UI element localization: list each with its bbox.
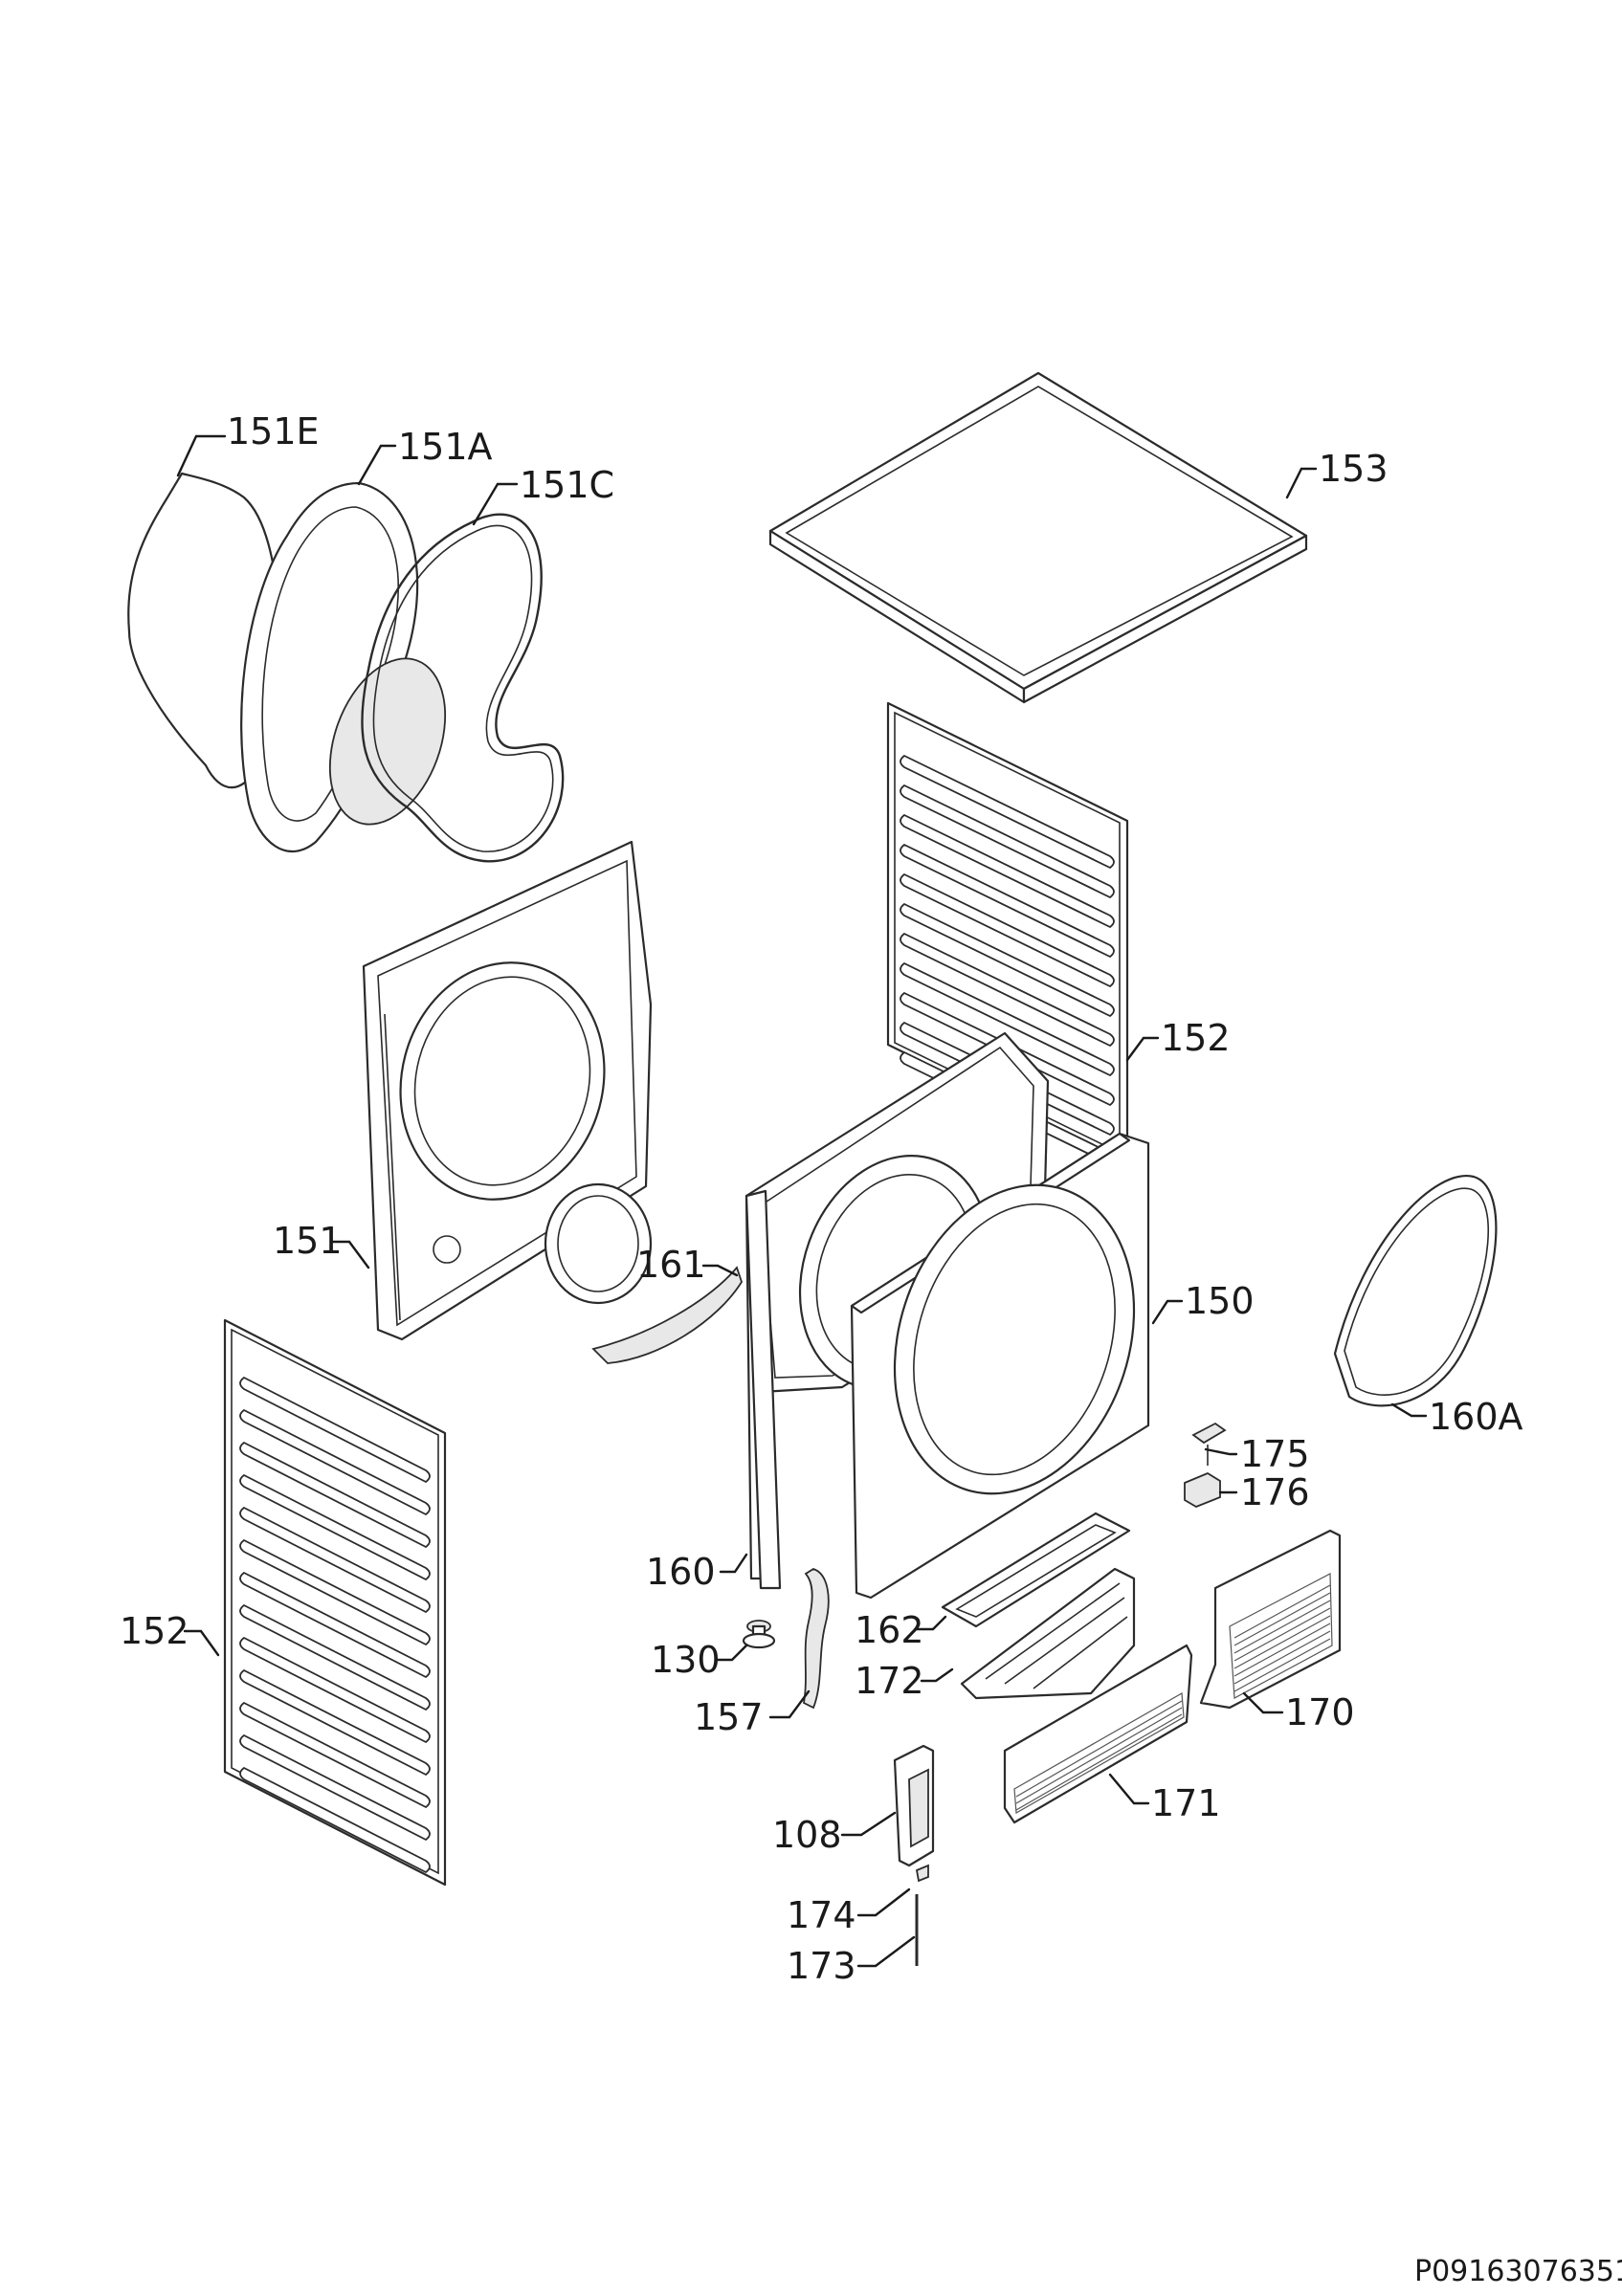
part-170-kick-plate [1199, 1529, 1342, 1710]
panel-rib [239, 1441, 431, 1549]
label-151e: 151E [227, 410, 320, 453]
panel-rib [900, 932, 1115, 1048]
panel-rib [900, 754, 1115, 870]
panel-rib [239, 1603, 431, 1711]
panel-rib [239, 1701, 431, 1809]
panel-rib [239, 1376, 431, 1484]
grille-line [1015, 1713, 1183, 1811]
panel-rib [900, 902, 1115, 1018]
label-152-right: 152 [1161, 1017, 1231, 1059]
panel-rib [900, 961, 1115, 1077]
label-174: 174 [787, 1894, 856, 1936]
label-176: 176 [1240, 1471, 1310, 1513]
grille-line [1233, 1592, 1331, 1646]
panel-rib [239, 1668, 431, 1777]
leader-lines [176, 434, 1428, 1968]
part-175-clip [1191, 1422, 1227, 1466]
label-170: 170 [1285, 1691, 1355, 1733]
part-176-switch [1184, 1471, 1221, 1508]
panel-rib [239, 1571, 431, 1679]
label-157: 157 [694, 1696, 764, 1738]
grille-line [1233, 1615, 1331, 1669]
panel-rib [900, 872, 1115, 988]
grille-line [1233, 1607, 1331, 1662]
part-150-front-panel [850, 1132, 1150, 1600]
part-160a-door-seal [1333, 1175, 1498, 1407]
part-130-foot [742, 1620, 776, 1649]
label-171: 171 [1151, 1782, 1221, 1824]
part-151-rear-frame [362, 840, 653, 1341]
panel-rib [239, 1766, 431, 1874]
panel-rib [900, 784, 1115, 899]
panel-rib [239, 1733, 431, 1842]
label-173: 173 [787, 1945, 856, 1987]
grille-line [1015, 1707, 1183, 1804]
panel-rib [239, 1473, 431, 1581]
grille-line [1233, 1584, 1331, 1639]
part-152-left-side-panel [223, 1318, 447, 1887]
label-162: 162 [855, 1609, 924, 1651]
document-id: P09163076351 [1414, 2255, 1622, 2288]
part-108-bracket [893, 1744, 935, 1867]
grille-line [1233, 1623, 1331, 1677]
part-161-trim [591, 1266, 743, 1364]
grille-line [1233, 1638, 1331, 1692]
label-161: 161 [636, 1244, 706, 1286]
label-151a: 151A [398, 426, 493, 468]
panel-rib [239, 1408, 431, 1516]
label-172: 172 [855, 1660, 924, 1702]
part-171-plinth [1003, 1644, 1193, 1824]
part-151c-gasket-seal [361, 513, 565, 863]
part-labels: 151E 151A 151C 153 152 151 161 150 160A … [120, 410, 1523, 1987]
label-108: 108 [772, 1814, 842, 1856]
label-151: 151 [273, 1220, 343, 1262]
grille-line [1233, 1630, 1331, 1685]
grille-line [1015, 1700, 1183, 1798]
label-150: 150 [1185, 1280, 1255, 1322]
part-162-filter-frame [941, 1512, 1131, 1628]
label-160a: 160A [1429, 1396, 1523, 1438]
grille-line [1233, 1600, 1331, 1654]
panel-rib [239, 1538, 431, 1646]
part-151a-rear-bearing-ring [240, 481, 447, 853]
label-130: 130 [651, 1639, 721, 1681]
panel-rib [239, 1506, 431, 1614]
part-174-clip [915, 1864, 929, 1883]
part-157-hose [803, 1568, 830, 1710]
part-153-top-lid [768, 371, 1308, 704]
panel-rib [239, 1636, 431, 1744]
label-151c: 151C [520, 464, 614, 506]
part-172-duct [960, 1567, 1136, 1700]
label-160: 160 [646, 1551, 716, 1593]
panel-rib [900, 843, 1115, 959]
panel-rib [900, 813, 1115, 929]
label-175: 175 [1240, 1433, 1310, 1475]
label-153: 153 [1319, 448, 1389, 490]
label-152-left: 152 [120, 1610, 189, 1652]
